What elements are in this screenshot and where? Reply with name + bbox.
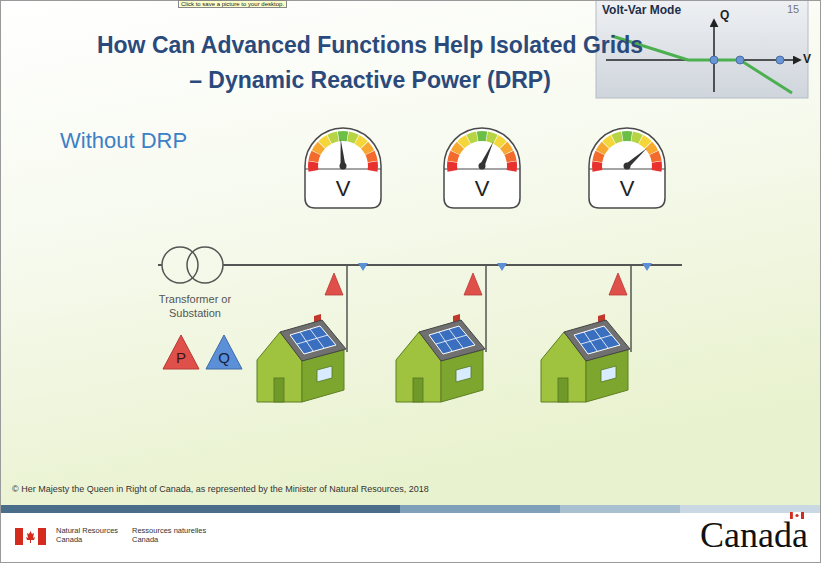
canada-flag xyxy=(15,528,46,545)
voltage-gauge: V xyxy=(303,122,383,210)
department-name: Natural Resources Canada xyxy=(56,526,128,544)
voltage-gauge: V xyxy=(587,122,667,210)
tooltip: Click to save a picture to your desktop. xyxy=(178,0,287,8)
gauge-unit: V xyxy=(475,176,490,201)
solar-house xyxy=(257,314,346,402)
voltage-gauge: V xyxy=(442,122,522,210)
transformer-symbol xyxy=(162,247,223,283)
copyright-note: © Her Majesty the Queen in Right of Cana… xyxy=(12,484,429,494)
slide-number: 15 xyxy=(787,3,799,15)
section-label: Without DRP xyxy=(60,128,187,154)
reactive-power-arrow xyxy=(358,263,652,271)
gauge-unit: V xyxy=(620,176,635,201)
slide-title: How Can Advanced Functions Help Isolated… xyxy=(90,28,650,98)
power-triangle: Q xyxy=(205,334,243,370)
power-symbol: P xyxy=(176,349,186,366)
transformer-label: Transformer or Substation xyxy=(153,292,237,320)
gauge-unit: V xyxy=(336,176,351,201)
axis-label: V xyxy=(803,52,811,66)
active-power-arrow xyxy=(325,273,627,295)
feeder-line xyxy=(158,265,682,266)
canada-wordmark: Canada xyxy=(700,514,808,556)
power-symbol: Q xyxy=(218,349,230,366)
inset-box: Volt-Var Mode xyxy=(596,0,796,20)
solar-house xyxy=(396,314,485,402)
solar-house xyxy=(541,314,630,402)
power-triangle: P xyxy=(162,334,200,370)
axis-label: Q xyxy=(720,8,729,22)
inset-title: Volt-Var Mode xyxy=(602,3,790,17)
footer-bar xyxy=(0,505,821,563)
department-name: Ressources naturelles Canada xyxy=(132,526,216,544)
